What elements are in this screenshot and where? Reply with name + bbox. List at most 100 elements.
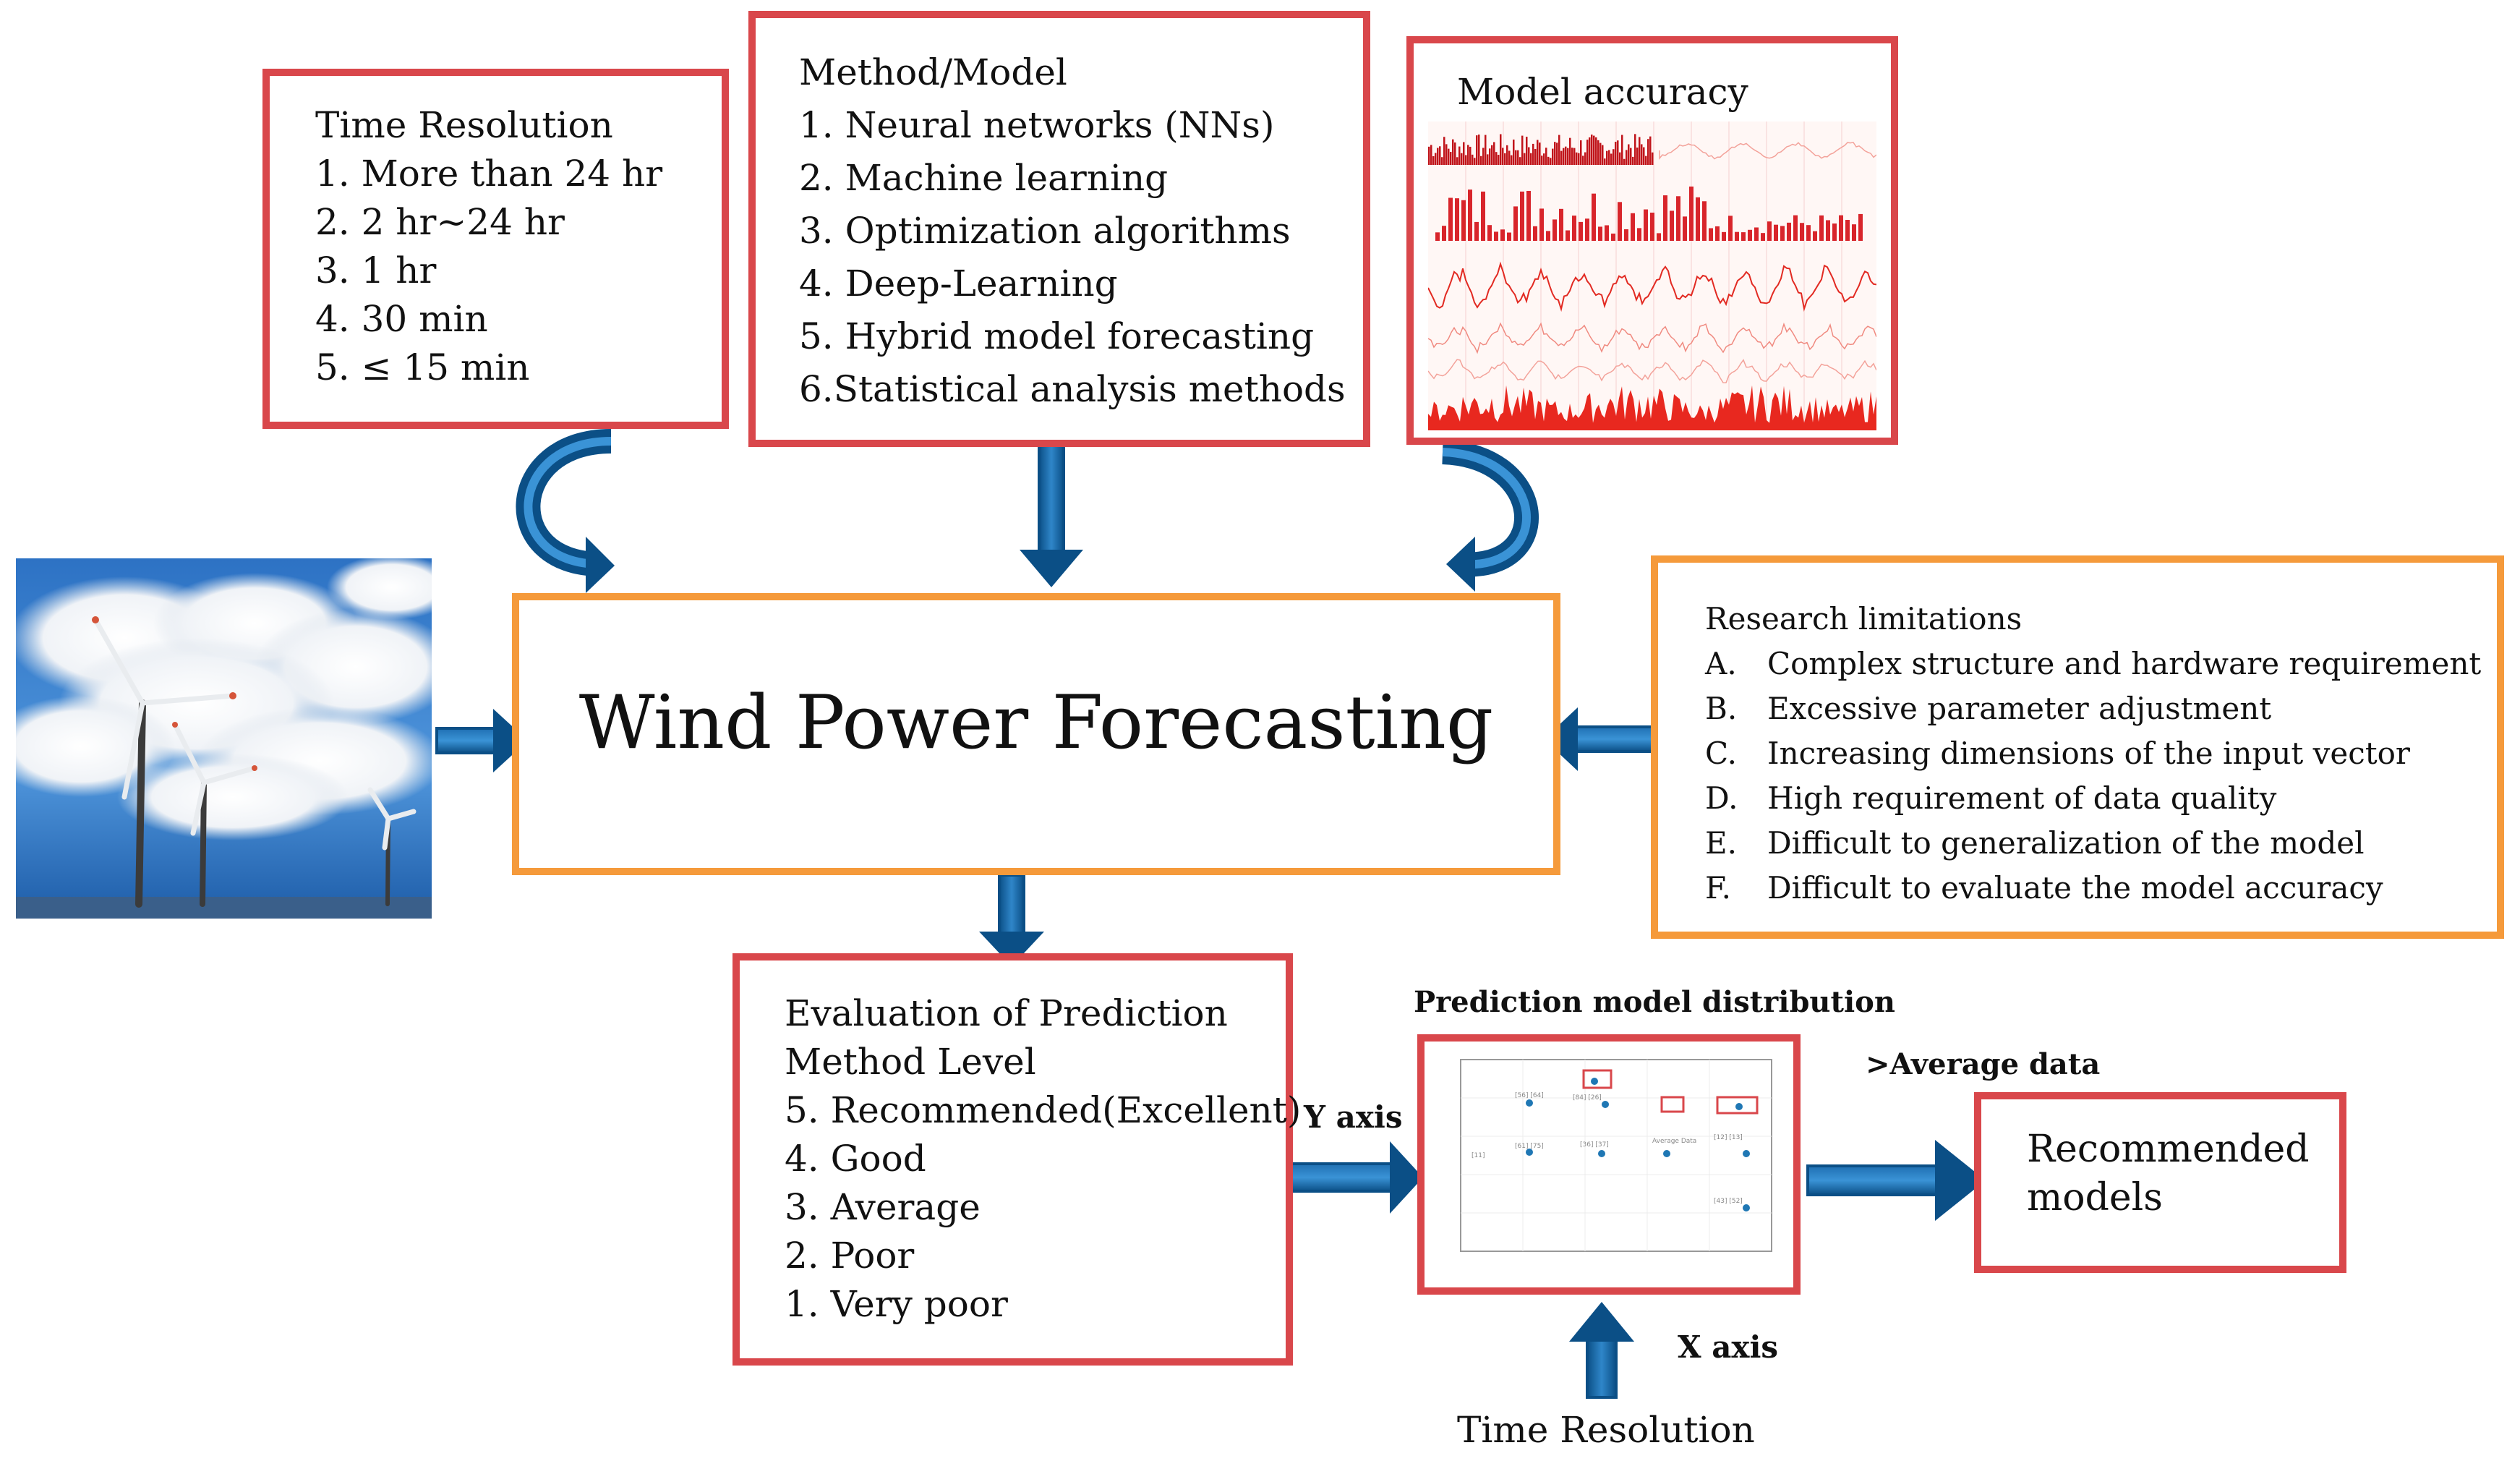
- svg-text:[56] [64]: [56] [64]: [1515, 1092, 1544, 1099]
- limitation-item: D.High requirement of data quality: [1705, 776, 2481, 821]
- svg-text:[36] [37]: [36] [37]: [1580, 1141, 1609, 1149]
- accuracy-mark: [1448, 148, 1450, 165]
- accuracy-mark: [1545, 148, 1547, 165]
- method-model-item: 6.Statistical analysis methods: [799, 368, 1346, 410]
- accuracy-mark: [1504, 153, 1506, 165]
- accuracy-mark: [1443, 137, 1445, 165]
- accuracy-mark: [1696, 197, 1700, 241]
- svg-text:Average Data: Average Data: [1652, 1138, 1696, 1145]
- accuracy-mark: [1589, 137, 1591, 165]
- accuracy-mark: [1767, 221, 1772, 241]
- method-model-title: Method/Model: [799, 51, 1067, 93]
- accuracy-mark: [1832, 223, 1837, 241]
- accuracy-mark: [1591, 135, 1593, 165]
- accuracy-mark: [1644, 209, 1648, 241]
- accuracy-mark: [1839, 215, 1843, 241]
- accuracy-mark: [1626, 150, 1628, 165]
- accuracy-mark: [1485, 135, 1487, 165]
- accuracy-mark: [1578, 153, 1580, 165]
- research-limitations-text: Research limitations A.Complex structure…: [1705, 597, 2481, 911]
- limitation-item: C.Increasing dimensions of the input vec…: [1705, 731, 2481, 776]
- accuracy-mark: [1618, 202, 1622, 241]
- accuracy-mark: [1428, 322, 1876, 354]
- accuracy-mark: [1774, 224, 1778, 241]
- accuracy-mark: [1552, 148, 1554, 165]
- accuracy-mark: [1852, 224, 1856, 241]
- accuracy-mark: [1754, 227, 1759, 241]
- y-axis-arrow: [1282, 1141, 1423, 1214]
- evaluation-title-line: Method Level: [785, 1041, 1036, 1083]
- accuracy-mark: [1541, 156, 1543, 165]
- accuracy-mark: [1584, 152, 1586, 165]
- accuracy-mark: [1641, 144, 1643, 165]
- accuracy-mark: [1442, 226, 1446, 241]
- limitation-text: Difficult to generalization of the model: [1767, 825, 2365, 861]
- recommended-text: Recommended models: [2027, 1125, 2310, 1222]
- accuracy-mark: [1728, 216, 1733, 241]
- accuracy-mark: [1592, 193, 1596, 241]
- accuracy-mark: [1598, 226, 1602, 241]
- time-resolution-item: 3. 1 hr: [315, 250, 437, 291]
- svg-text:[61] [75]: [61] [75]: [1515, 1143, 1544, 1150]
- accuracy-mark: [1494, 231, 1498, 241]
- accuracy-mark: [1643, 147, 1645, 165]
- accuracy-mark: [1461, 200, 1466, 241]
- accuracy-mark: [1595, 137, 1597, 165]
- accuracy-mark: [1508, 150, 1511, 165]
- accuracy-mark: [1566, 230, 1570, 241]
- accuracy-mark: [1448, 197, 1453, 241]
- x-axis-arrow: [1569, 1302, 1634, 1399]
- accuracy-mark: [1533, 226, 1537, 241]
- accuracy-mark: [1550, 158, 1552, 165]
- evaluation-level: 1. Very poor: [785, 1283, 1008, 1325]
- accuracy-mark: [1623, 158, 1626, 165]
- accuracy-mark: [1650, 212, 1654, 241]
- x-axis-label: X axis: [1678, 1329, 1779, 1365]
- accuracy-mark: [1524, 153, 1526, 165]
- average-data-label: >Average data: [1866, 1047, 2101, 1081]
- accuracy-mark: [1780, 226, 1785, 241]
- accuracy-mark: [1619, 152, 1621, 165]
- accuracy-mark: [1573, 148, 1576, 165]
- curved-arrow-left: [516, 429, 615, 593]
- accuracy-mark: [1580, 140, 1582, 165]
- time-resolution-item: 5. ≤ 15 min: [315, 346, 530, 388]
- recommended-box: [1974, 1092, 2346, 1273]
- limitation-letter: D.: [1705, 780, 1738, 816]
- limitation-letter: C.: [1705, 736, 1737, 771]
- accuracy-mark: [1631, 213, 1635, 241]
- limitation-text: Difficult to evaluate the model accuracy: [1767, 870, 2383, 906]
- recommended-line: Recommended: [2027, 1128, 2310, 1171]
- accuracy-mark: [1689, 186, 1693, 241]
- method-model-item: 3. Optimization algorithms: [799, 210, 1291, 252]
- accuracy-mark: [1463, 142, 1465, 165]
- accuracy-mark: [1539, 208, 1544, 241]
- accuracy-mark: [1428, 146, 1430, 165]
- accuracy-mark: [1476, 135, 1478, 165]
- accuracy-mark: [1520, 191, 1524, 241]
- accuracy-mark: [1482, 148, 1485, 165]
- accuracy-mark: [1495, 152, 1498, 165]
- accuracy-mark: [1611, 233, 1615, 241]
- limitation-item: A.Complex structure and hardware require…: [1705, 642, 2481, 686]
- model-accuracy-title: Model accuracy: [1457, 71, 1748, 113]
- accuracy-mark: [1639, 137, 1641, 165]
- accuracy-mark: [1579, 221, 1583, 241]
- accuracy-mark: [1452, 139, 1454, 165]
- accuracy-mark: [1528, 147, 1530, 165]
- model-accuracy-thumbnail: [1428, 122, 1876, 430]
- svg-text:[84] [26]: [84] [26]: [1573, 1094, 1602, 1102]
- method-model-box: [748, 11, 1370, 447]
- limitation-letter: B.: [1705, 691, 1738, 726]
- accuracy-mark: [1530, 153, 1532, 165]
- research-limitations-title: Research limitations: [1705, 601, 2023, 636]
- evaluation-level: 3. Average: [785, 1186, 981, 1228]
- time-resolution-title: Time Resolution: [315, 104, 613, 146]
- accuracy-mark: [1487, 154, 1489, 165]
- accuracy-mark: [1709, 228, 1713, 241]
- accuracy-mark: [1469, 146, 1472, 165]
- distribution-thumbnail: [56] [64][84] [26][11] [61] [75][36] [37…: [1428, 1045, 1790, 1284]
- accuracy-mark: [1491, 145, 1493, 165]
- svg-text:[43] [52]: [43] [52]: [1714, 1198, 1743, 1205]
